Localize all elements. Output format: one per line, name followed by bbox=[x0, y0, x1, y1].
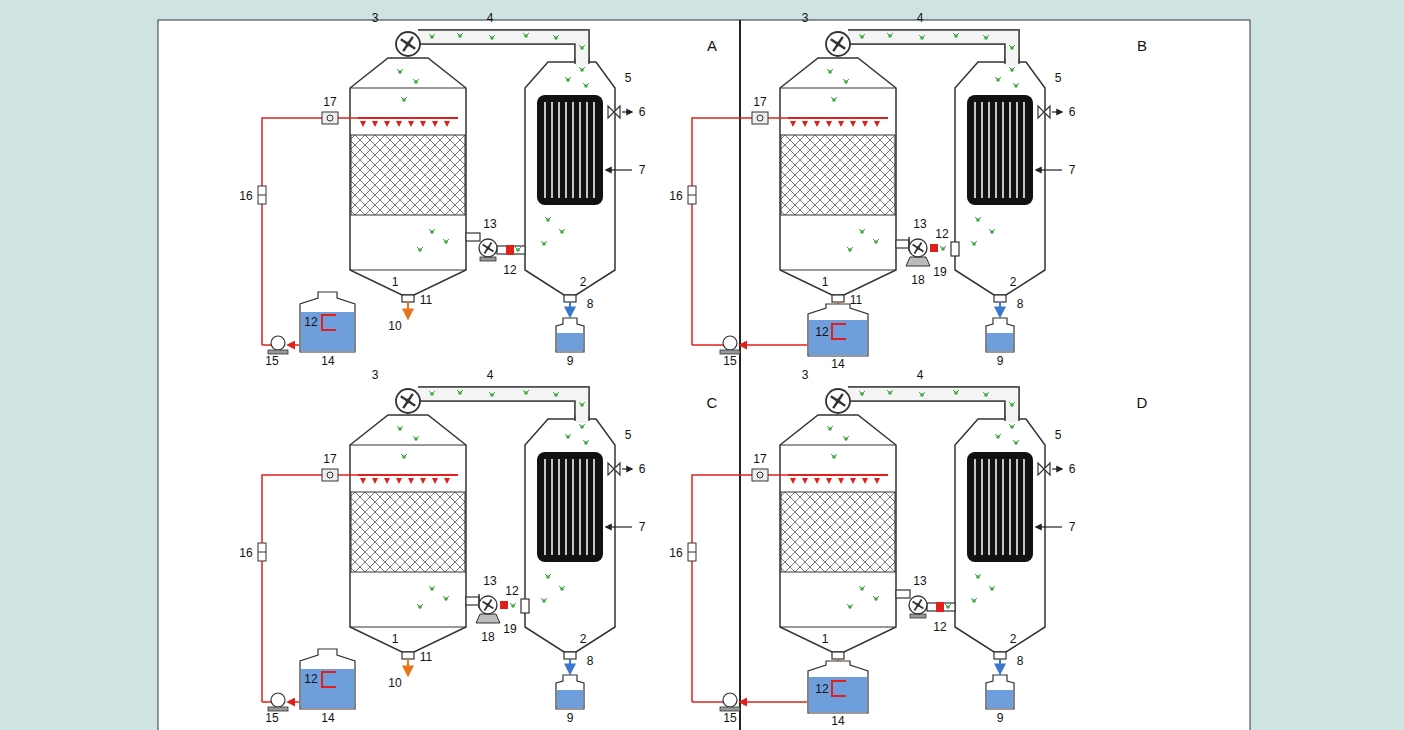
callout-number: 2 bbox=[1010, 633, 1017, 645]
callout-number: 3 bbox=[372, 369, 379, 381]
callout-number: 19 bbox=[933, 266, 946, 278]
callout-number: 15 bbox=[723, 355, 736, 367]
callout-number: 9 bbox=[997, 355, 1004, 367]
callout-number: 4 bbox=[487, 12, 494, 24]
callout-number: 12 bbox=[503, 264, 516, 276]
callout-number: 10 bbox=[388, 320, 401, 332]
callout-number: 8 bbox=[1017, 298, 1024, 310]
callout-number: 3 bbox=[802, 369, 809, 381]
callout-number: 14 bbox=[321, 355, 334, 367]
callout-number: 17 bbox=[753, 453, 766, 465]
callout-number: 3 bbox=[372, 12, 379, 24]
panel-letter: D bbox=[1137, 395, 1148, 410]
setup-b bbox=[688, 30, 1062, 356]
callout-number: 16 bbox=[669, 547, 682, 559]
setup-d bbox=[688, 387, 1062, 713]
callout-number: 12 bbox=[304, 673, 317, 685]
callout-number: 4 bbox=[917, 12, 924, 24]
callout-number: 15 bbox=[723, 712, 736, 724]
callout-number: 6 bbox=[639, 463, 646, 475]
callout-number: 5 bbox=[1055, 72, 1062, 84]
panel-letter: A bbox=[707, 38, 717, 53]
callout-number: 9 bbox=[567, 355, 574, 367]
callout-number: 15 bbox=[265, 355, 278, 367]
callout-number: 10 bbox=[388, 677, 401, 689]
callout-number: 17 bbox=[323, 453, 336, 465]
callout-number: 6 bbox=[639, 106, 646, 118]
callout-number: 5 bbox=[1055, 429, 1062, 441]
callout-number: 1 bbox=[392, 633, 399, 645]
callout-number: 11 bbox=[420, 651, 432, 663]
callout-number: 16 bbox=[239, 547, 252, 559]
callout-number: 12 bbox=[304, 316, 317, 328]
callout-number: 14 bbox=[831, 715, 844, 727]
callout-number: 15 bbox=[265, 712, 278, 724]
callout-number: 1 bbox=[822, 633, 829, 645]
callout-number: 18 bbox=[481, 631, 494, 643]
callout-number: 4 bbox=[917, 369, 924, 381]
setup-c bbox=[258, 387, 632, 711]
callout-number: 7 bbox=[1069, 521, 1076, 533]
callout-number: 8 bbox=[1017, 655, 1024, 667]
divider bbox=[739, 20, 741, 730]
callout-number: 5 bbox=[625, 429, 632, 441]
panel-letter: C bbox=[707, 395, 718, 410]
callout-number: 7 bbox=[1069, 164, 1076, 176]
callout-number: 12 bbox=[933, 621, 946, 633]
panel-letter: B bbox=[1137, 38, 1147, 53]
callout-number: 14 bbox=[321, 712, 334, 724]
callout-number: 12 bbox=[815, 683, 828, 695]
callout-number: 1 bbox=[822, 276, 829, 288]
callout-number: 2 bbox=[580, 633, 587, 645]
callout-number: 7 bbox=[639, 164, 646, 176]
callout-number: 13 bbox=[913, 575, 926, 587]
callout-number: 12 bbox=[815, 326, 828, 338]
callout-number: 6 bbox=[1069, 463, 1076, 475]
callout-number: 16 bbox=[669, 190, 682, 202]
callout-number: 3 bbox=[802, 12, 809, 24]
setup-a bbox=[258, 30, 632, 354]
callout-number: 17 bbox=[753, 96, 766, 108]
callout-number: 18 bbox=[911, 274, 924, 286]
callout-number: 12 bbox=[505, 585, 518, 597]
callout-number: 5 bbox=[625, 72, 632, 84]
callout-number: 17 bbox=[323, 96, 336, 108]
callout-number: 1 bbox=[392, 276, 399, 288]
callout-number: 12 bbox=[935, 228, 948, 240]
callout-number: 11 bbox=[850, 294, 862, 306]
callout-number: 8 bbox=[587, 298, 594, 310]
callout-number: 4 bbox=[487, 369, 494, 381]
callout-number: 8 bbox=[587, 655, 594, 667]
callout-number: 11 bbox=[420, 294, 432, 306]
callout-number: 9 bbox=[567, 712, 574, 724]
panel-ground bbox=[158, 20, 1250, 730]
callout-number: 9 bbox=[997, 712, 1004, 724]
callout-number: 2 bbox=[580, 276, 587, 288]
callout-number: 2 bbox=[1010, 276, 1017, 288]
callout-number: 13 bbox=[913, 218, 926, 230]
callout-number: 19 bbox=[503, 623, 516, 635]
callout-number: 7 bbox=[639, 521, 646, 533]
callout-number: 6 bbox=[1069, 106, 1076, 118]
callout-number: 14 bbox=[831, 358, 844, 370]
callout-number: 16 bbox=[239, 190, 252, 202]
callout-number: 13 bbox=[483, 575, 496, 587]
callout-number: 13 bbox=[483, 218, 496, 230]
